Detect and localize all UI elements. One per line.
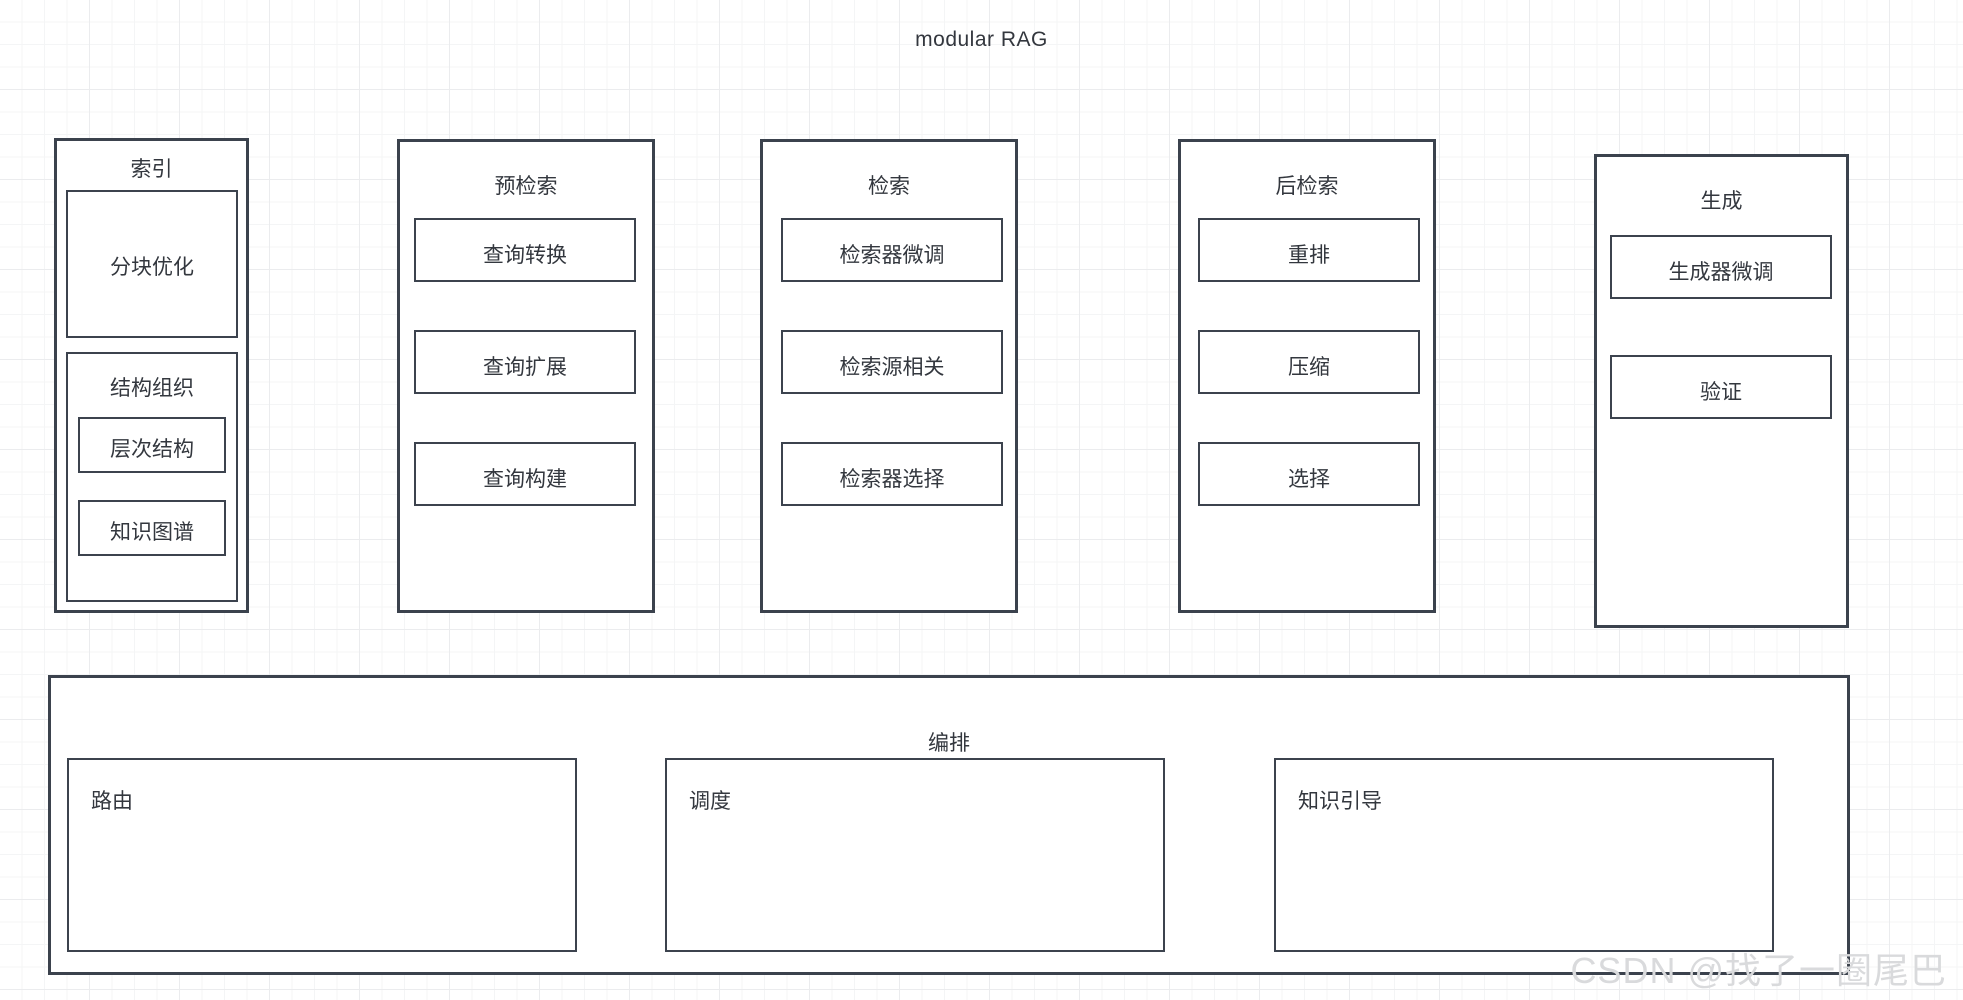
item-knowledge-guidance[interactable]: 知识引导 bbox=[1274, 758, 1774, 952]
stage-retrieval-title: 检索 bbox=[868, 175, 910, 198]
item-scheduling[interactable]: 调度 bbox=[665, 758, 1165, 952]
stage-generation-title: 生成 bbox=[1700, 190, 1743, 213]
item-query-transformation[interactable]: 查询转换 bbox=[414, 218, 636, 282]
stage-post-retrieval-title: 后检索 bbox=[1275, 175, 1339, 198]
item-selection[interactable]: 选择 bbox=[1198, 442, 1420, 506]
item-generator-finetune[interactable]: 生成器微调 bbox=[1610, 235, 1832, 299]
item-query-transformation-label: 查询转换 bbox=[483, 244, 567, 267]
item-generator-finetune-label: 生成器微调 bbox=[1668, 261, 1774, 284]
item-verification-label: 验证 bbox=[1700, 381, 1742, 404]
item-verification[interactable]: 验证 bbox=[1610, 355, 1832, 419]
item-query-construction[interactable]: 查询构建 bbox=[414, 442, 636, 506]
item-knowledge-graph[interactable]: 知识图谱 bbox=[78, 500, 226, 556]
item-scheduling-label: 调度 bbox=[689, 790, 731, 813]
item-hierarchical-structure[interactable]: 层次结构 bbox=[78, 417, 226, 473]
item-knowledge-graph-label: 知识图谱 bbox=[110, 521, 194, 544]
item-compression[interactable]: 压缩 bbox=[1198, 330, 1420, 394]
item-retrieval-source-relevance-label: 检索源相关 bbox=[839, 356, 945, 379]
item-routing[interactable]: 路由 bbox=[67, 758, 577, 952]
item-selection-label: 选择 bbox=[1288, 468, 1330, 491]
item-structure-organization-title: 结构组织 bbox=[110, 377, 194, 400]
item-retrieval-source-relevance[interactable]: 检索源相关 bbox=[781, 330, 1003, 394]
item-compression-label: 压缩 bbox=[1288, 356, 1330, 379]
item-retriever-finetune[interactable]: 检索器微调 bbox=[781, 218, 1003, 282]
page-title: modular RAG bbox=[915, 28, 1048, 51]
stage-orchestration-title: 编排 bbox=[928, 732, 970, 755]
item-retriever-selection-label: 检索器选择 bbox=[839, 468, 945, 491]
item-query-construction-label: 查询构建 bbox=[483, 468, 567, 491]
stage-pre-retrieval-title: 预检索 bbox=[494, 175, 558, 198]
item-retriever-finetune-label: 检索器微调 bbox=[839, 244, 945, 267]
item-rerank-label: 重排 bbox=[1288, 244, 1330, 267]
item-query-expansion[interactable]: 查询扩展 bbox=[414, 330, 636, 394]
item-knowledge-guidance-label: 知识引导 bbox=[1298, 790, 1382, 813]
item-routing-label: 路由 bbox=[91, 790, 133, 813]
item-query-expansion-label: 查询扩展 bbox=[483, 356, 567, 379]
item-chunk-optimization-label: 分块优化 bbox=[110, 256, 194, 279]
item-chunk-optimization[interactable]: 分块优化 bbox=[66, 190, 238, 338]
item-rerank[interactable]: 重排 bbox=[1198, 218, 1420, 282]
item-retriever-selection[interactable]: 检索器选择 bbox=[781, 442, 1003, 506]
item-hierarchical-structure-label: 层次结构 bbox=[110, 438, 194, 461]
item-structure-organization[interactable]: 结构组织 bbox=[66, 352, 238, 602]
stage-indexing-title: 索引 bbox=[130, 158, 173, 181]
